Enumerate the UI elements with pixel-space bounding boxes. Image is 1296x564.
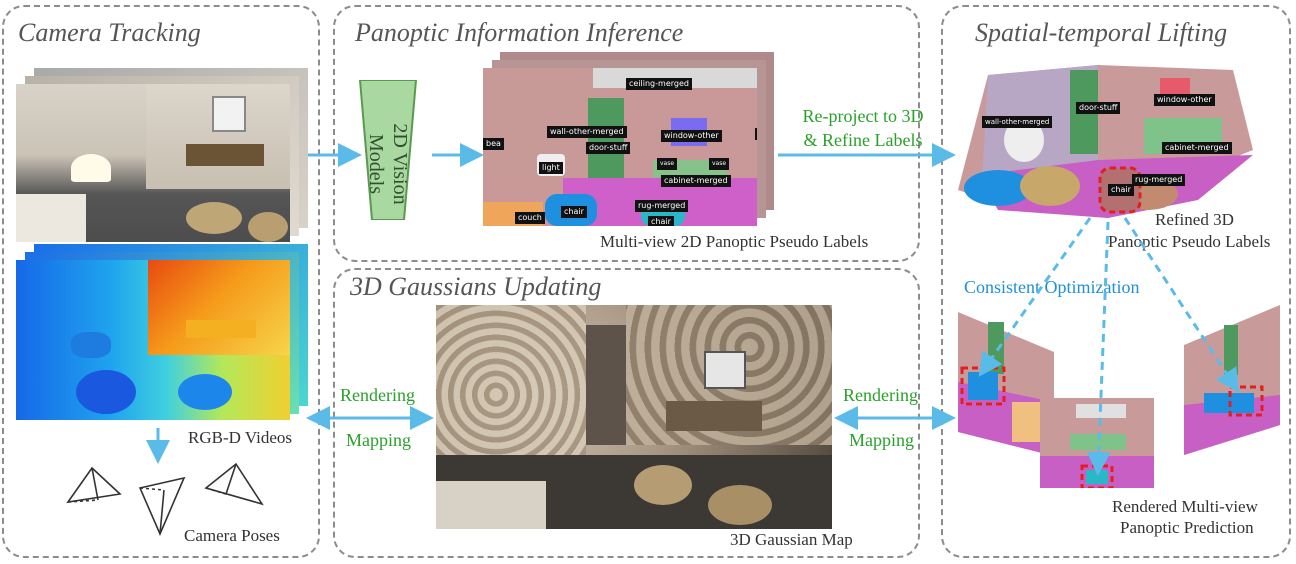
rendered-center-svg [1040,398,1154,488]
depth-object-3 [76,370,136,414]
tag-wall: wall-other-merged [547,126,627,138]
rendering-right-label: Rendering [843,385,918,405]
rgb-cabinet [186,144,264,166]
tag3d-door: door-stuff [1076,102,1121,114]
gaussian-chair [436,481,546,529]
rgb-lamp [71,154,111,182]
mapping-left-label: Mapping [346,430,411,450]
refined-caption-1: Refined 3D [1155,210,1234,229]
tag-chair-2: chair [648,216,674,226]
tag-bea: bea [483,138,504,150]
pseudo2d-caption: Multi-view 2D Panoptic Pseudo Labels [600,232,869,251]
gaussian-window [704,351,746,389]
gaussian-map-caption: 3D Gaussian Map [730,530,853,549]
panoptic-inference-panel [333,5,920,262]
tag-vase-2: vase [709,158,730,170]
rgb-chair [16,194,86,242]
tag3d-chair: chair [1108,184,1134,196]
pseudo-door [588,98,624,178]
gaussian-door [586,325,626,445]
tag-window: window-other [661,130,722,142]
gaussians-updating-title: 3D Gaussians Updating [350,272,602,301]
reproject-label: Re-project to 3D & Refine Labels [788,104,938,152]
vision-models-line2: Models [365,134,387,194]
gaussian-ottoman-2 [708,485,772,525]
poses-caption: Camera Poses [184,526,280,545]
vision-models-trapezoid [358,80,418,220]
rgb-frame [16,84,290,242]
tag-couch: couch [515,212,545,224]
rendered-caption-1: Rendered Multi-view [1112,497,1258,516]
gaussian-cabinet [666,401,762,431]
rgb-ottoman-1 [186,202,242,234]
tag-cabinet: cabinet-merged [661,175,731,187]
tag-ceiling: ceiling-merged [626,78,692,90]
pseudo-frame: ceiling-merged wall-other-merged window-… [483,68,757,226]
camera-tracking-panel [2,5,320,558]
camera-tracking-title: Camera Tracking [18,18,201,47]
mapping-right-label: Mapping [849,430,914,450]
depth-near-region [148,260,290,355]
depth-frame [16,260,290,420]
tag3d-wall: wall-other-merged [982,116,1053,128]
gaussian-map-image [436,305,832,529]
tag3d-rug: rug-merged [1132,174,1186,186]
refined-3d-view: door-stuff window-other wall-other-merge… [958,60,1254,220]
refined-caption-2: Panoptic Pseudo Labels [1108,232,1271,251]
rendered-view-center [1040,398,1154,488]
reproject-line2: & Refine Labels [803,130,923,150]
vision-models-text: 2D Vision Models [364,114,412,214]
depth-object-2 [186,320,256,338]
rendering-left-label: Rendering [340,385,415,405]
refined-3d-svg [958,65,1253,218]
tag-vase-1: vase [657,158,678,170]
rgb-window [212,96,246,132]
tag-rug: rug-merged [635,200,689,212]
rgb-ottoman-2 [248,212,288,242]
tag-b: -b [755,128,757,140]
rendered-right-svg [1184,305,1280,455]
vision-models-label: 2D Vision Models [340,80,436,220]
rgbd-caption: RGB-D Videos [188,428,292,447]
spatial-temporal-panel [941,5,1291,558]
tag3d-cabinet: cabinet-merged [1162,142,1232,154]
reproject-line1: Re-project to 3D [802,106,924,126]
vision-models-line1: 2D Vision [389,123,411,205]
consistent-optimization-label: Consistent Optimization [964,277,1140,297]
tag-door: door-stuff [586,142,631,154]
rendered-caption-2: Panoptic Prediction [1120,518,1254,537]
rendered-view-right [1184,305,1280,455]
gaussian-ottoman-1 [634,465,692,505]
tag-light: light [539,162,563,174]
spatial-temporal-title: Spatial-temporal Lifting [975,18,1228,47]
tag3d-window: window-other [1154,94,1215,106]
depth-object-1 [71,332,111,358]
panoptic-inference-title: Panoptic Information Inference [355,18,684,47]
depth-object-4 [178,374,232,410]
tag-chair-1: chair [561,206,587,218]
